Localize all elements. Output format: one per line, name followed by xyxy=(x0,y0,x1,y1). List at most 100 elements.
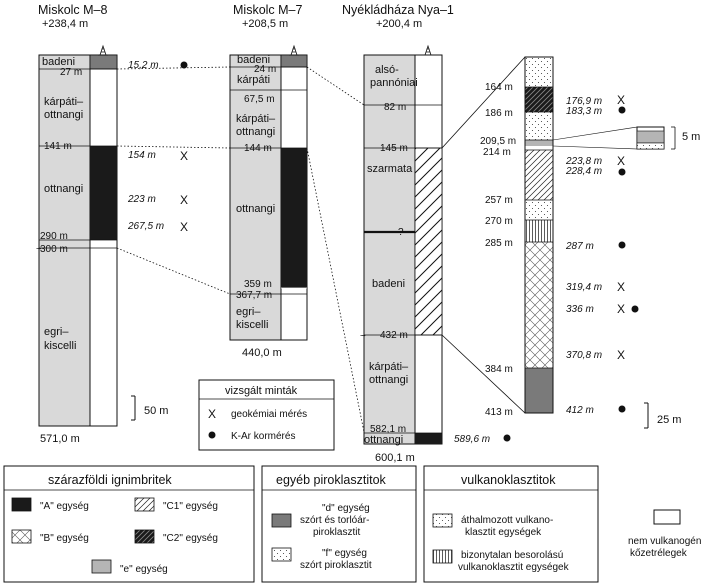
unit-d-block xyxy=(280,54,308,68)
depth-label: 145 m xyxy=(380,143,408,154)
depth-label: 82 m xyxy=(384,102,406,113)
unit-label: kárpáti– xyxy=(236,113,276,125)
legend-ignimbrites: szárazföldi ignimbritek "A" egység "C1" … xyxy=(3,465,255,583)
unit-e-block xyxy=(525,140,553,146)
depth-label: 164 m xyxy=(485,82,513,93)
depth-label: 384 m xyxy=(485,364,513,375)
well-miskolc-m8: Miskolc M–8 +238,4 m badeni 27 m kárpáti… xyxy=(36,3,188,445)
zoom-inset: 5 m xyxy=(552,126,700,150)
depth-label: 359 m xyxy=(244,279,272,290)
geochem-x-icon: X xyxy=(617,280,625,294)
unit-f-block xyxy=(525,57,553,87)
zoom-line xyxy=(441,334,526,414)
legend-label: geokémiai mérés xyxy=(231,409,307,420)
legend-label: "C2" egység xyxy=(163,533,218,544)
legend-label: "C1" egység xyxy=(163,501,218,512)
unit-label: szarmata xyxy=(367,163,413,175)
gray-column xyxy=(38,54,91,427)
unit-a-block xyxy=(415,433,442,444)
legend-label: bizonytalan besorolású xyxy=(461,550,563,561)
legend-label: szórt és torlóár- xyxy=(300,515,369,526)
legend-label: vulkanoklasztit egységek xyxy=(458,562,570,573)
legend-label: áthalmozott vulkano- xyxy=(461,515,553,526)
unit-label: egri– xyxy=(236,306,261,318)
depth-label: 209,5 m xyxy=(480,136,516,147)
unit-label: badeni xyxy=(237,54,270,66)
gray-column xyxy=(363,54,416,445)
unit-label: kárpáti xyxy=(237,74,270,86)
sample-depth: 267,5 m xyxy=(127,221,164,232)
unit-label: ottnangi xyxy=(369,374,408,386)
unit-label: kárpáti– xyxy=(369,361,409,373)
depth-label: 300 m xyxy=(40,244,68,255)
unit-label: pannóniai xyxy=(370,77,418,89)
sample-depth: 223,8 m xyxy=(565,156,602,167)
depth-label: 186 m xyxy=(485,108,513,119)
swatch-unit-b xyxy=(11,529,32,544)
unclassified-block xyxy=(525,220,553,242)
drill-rig-icon xyxy=(422,45,434,56)
legend-nonvolcanic: nem vulkanogén kőzetrélegek xyxy=(628,509,701,559)
depth-label: 270 m xyxy=(485,216,513,227)
scale-bar-label: 5 m xyxy=(682,131,700,143)
sample-depth: 176,9 m xyxy=(566,96,602,107)
swatch-unclassified xyxy=(432,549,453,564)
geochem-x-icon: X xyxy=(617,302,625,316)
unit-label: badeni xyxy=(372,278,405,290)
depth-label: 290 m xyxy=(40,231,68,242)
well-name: Miskolc M–8 xyxy=(38,3,108,17)
depth-label: 24 m xyxy=(254,64,276,75)
unit-label: kárpáti– xyxy=(44,96,84,108)
unit-label: ottnangi xyxy=(44,183,83,195)
well-nyekladhaza-nya1: Nyékládháza Nya–1 +200,4 m alsó- pannóni… xyxy=(342,3,511,464)
well-miskolc-m7: Miskolc M–7 +208,5 m badeni 24 m kárpáti… xyxy=(229,3,308,359)
total-depth: 440,0 m xyxy=(242,347,282,359)
legend-label: szórt piroklasztit xyxy=(300,560,372,571)
kar-dot-icon xyxy=(180,61,188,69)
geochem-x-icon: X xyxy=(208,407,216,421)
scale-bar-label: 50 m xyxy=(144,405,168,417)
legend-label: K-Ar kormérés xyxy=(231,431,295,442)
kar-dot-icon xyxy=(208,431,216,439)
volcanoclastic-hatched-block xyxy=(414,147,443,336)
sample-depth: 370,8 m xyxy=(566,350,602,361)
swatch-unit-a xyxy=(11,497,32,512)
well-name: Miskolc M–7 xyxy=(233,3,303,17)
sample-depth: 228,4 m xyxy=(565,166,602,177)
unit-d-block xyxy=(89,54,118,70)
swatch-nonvolcanic xyxy=(653,509,681,525)
depth-label: 257 m xyxy=(485,195,513,206)
depth-label: 367,7 m xyxy=(236,290,272,301)
unit-d-block xyxy=(525,368,553,413)
legend-title: vizsgált minták xyxy=(225,385,298,397)
unit-b-block xyxy=(525,242,553,368)
depth-label: 214 m xyxy=(483,147,511,158)
legend-volcanoclastics: vulkanoklasztitok áthalmozott vulkano- k… xyxy=(423,465,599,583)
sample-depth: 319,4 m xyxy=(566,282,602,293)
unit-c2-block xyxy=(525,87,553,112)
samples-legend: vizsgált minták X geokémiai mérés K-Ar k… xyxy=(198,379,335,451)
unit-label: kiscelli xyxy=(236,319,268,331)
depth-label: 27 m xyxy=(60,67,82,78)
scale-bar-label: 25 m xyxy=(657,414,681,426)
legend-title: szárazföldi ignimbritek xyxy=(48,473,172,487)
well-elevation: +238,4 m xyxy=(42,18,88,30)
svg-text:~: ~ xyxy=(36,244,42,255)
unit-label: ottnangi xyxy=(44,109,83,121)
depth-label: 582,1 m xyxy=(370,424,406,435)
zoom-line xyxy=(441,56,526,149)
unit-label: egri– xyxy=(44,326,69,338)
geochem-x-icon: X xyxy=(180,220,188,234)
legend-label: klasztit egységek xyxy=(465,527,542,538)
total-depth: 600,1 m xyxy=(375,452,415,464)
svg-text:~: ~ xyxy=(360,331,366,342)
kar-dot-icon xyxy=(618,405,626,413)
sample-depth: 183,3 m xyxy=(566,106,602,117)
legend-title: egyéb piroklasztitok xyxy=(276,473,387,487)
depth-label: 432 m xyxy=(380,330,408,341)
unit-label: kiscelli xyxy=(44,340,76,352)
legend-label: piroklasztit xyxy=(313,527,360,538)
correlation-lines xyxy=(116,66,365,433)
well-name: Nyékládháza Nya–1 xyxy=(342,3,454,17)
